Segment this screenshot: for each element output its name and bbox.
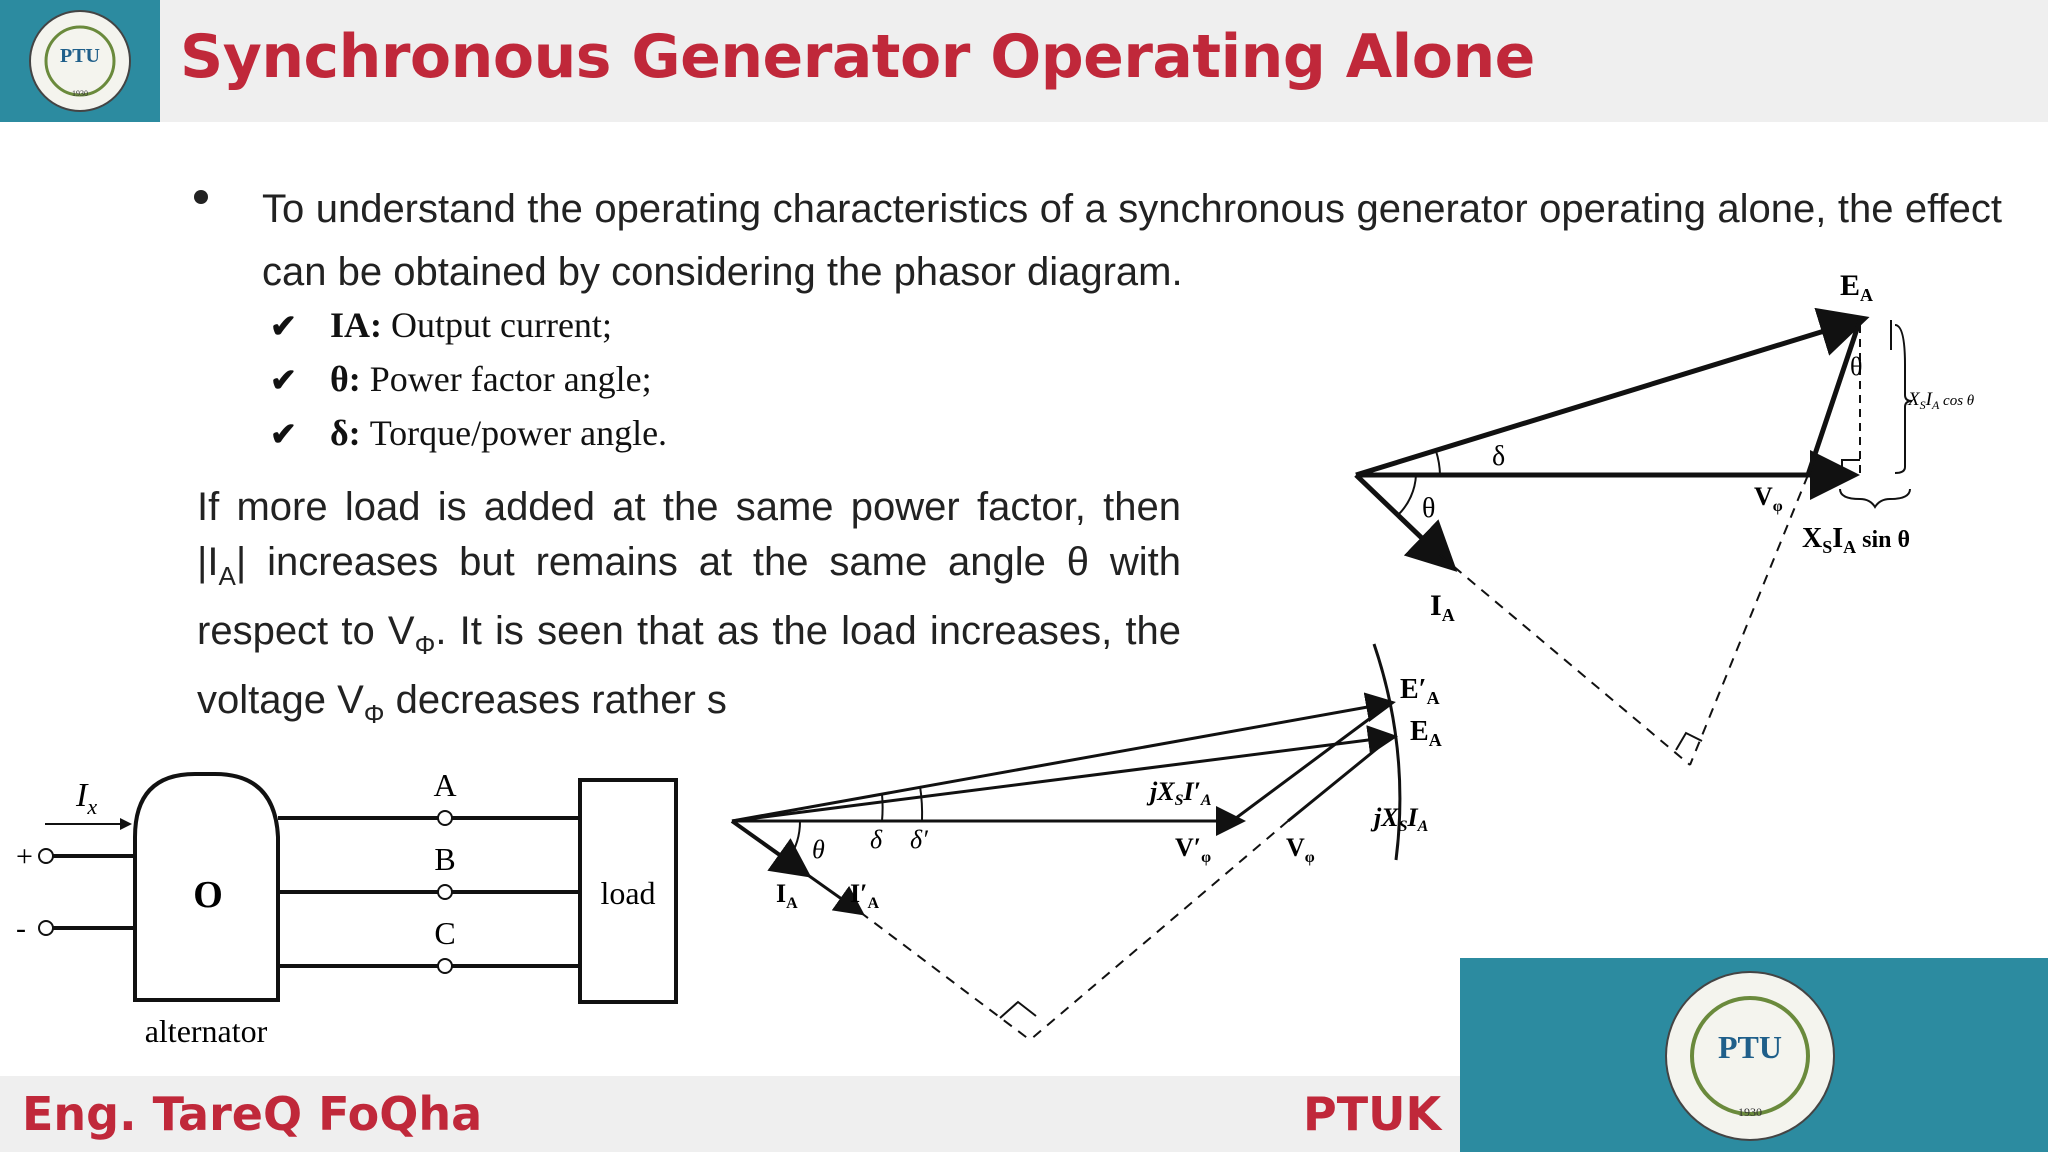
footer-author: Eng. TareQ FoQha bbox=[22, 1087, 483, 1141]
label-v-phi: Vφ bbox=[1286, 833, 1315, 866]
paragraph-line: |IA| increases but remains at the same a… bbox=[197, 540, 1181, 591]
label-xs-ia-sin: XSIA sin θ bbox=[1802, 523, 1910, 557]
label-delta: δ bbox=[870, 825, 883, 854]
label-theta: θ bbox=[812, 835, 825, 864]
check-icon: ✔ bbox=[270, 308, 297, 344]
label-ea-prime: E′A bbox=[1400, 674, 1440, 708]
label-ia: IA bbox=[776, 879, 798, 912]
alternator-circuit: Ix + - O A B C load alternator bbox=[16, 767, 678, 1049]
checklist-item: ✔IA: Output current; bbox=[270, 305, 612, 345]
footer-bar bbox=[0, 1076, 1460, 1152]
alternator-label: alternator bbox=[145, 1013, 268, 1049]
label-ix: Ix bbox=[75, 777, 97, 819]
footer-institution: PTUK bbox=[1303, 1087, 1442, 1141]
label-ia: IA bbox=[1430, 589, 1455, 625]
right-angle-mark bbox=[1675, 731, 1703, 751]
label-v-phi-prime: V′φ bbox=[1175, 833, 1211, 866]
label-ia-prime: I′A bbox=[850, 879, 879, 912]
theta-arc bbox=[787, 820, 802, 861]
jxs-ia-prime-phasor bbox=[1231, 703, 1389, 823]
university-logo-icon: PTU 1930 bbox=[1665, 971, 1835, 1141]
phasor-diagram-top: EA δ θ θ Vφ IA XSIA cos θ XSIA sin θ bbox=[1354, 269, 1975, 766]
svg-text:PTU: PTU bbox=[60, 45, 100, 67]
field-label: O bbox=[193, 874, 223, 916]
label-xs-ia-cos: XSIA cos θ bbox=[1907, 389, 1975, 412]
checklist-item: ✔θ: Power factor angle; bbox=[270, 359, 652, 399]
dashed-line bbox=[1439, 554, 1691, 766]
jxs-ia-phasor bbox=[1287, 736, 1391, 823]
svg-text:1930: 1930 bbox=[1738, 1105, 1762, 1119]
phase-a-label: A bbox=[433, 767, 456, 803]
label-v-phi: Vφ bbox=[1754, 482, 1783, 515]
label-ea: EA bbox=[1410, 716, 1442, 750]
paragraph-line: voltage VΦ decreases rather sharply. bbox=[197, 678, 727, 729]
ea-prime-phasor bbox=[731, 692, 1396, 823]
label-ea: EA bbox=[1840, 269, 1873, 305]
delta-arc bbox=[1435, 450, 1441, 476]
label-delta: δ bbox=[1492, 441, 1505, 472]
header-logo-box: PTU 1930 bbox=[0, 0, 160, 122]
label-theta-2: θ bbox=[1850, 352, 1862, 381]
jxs-ia-phasor bbox=[1805, 319, 1863, 476]
label-delta-prime: δ′ bbox=[910, 825, 928, 854]
university-logo-icon: PTU 1930 bbox=[29, 10, 131, 112]
right-angle-mark bbox=[1841, 459, 1860, 475]
load-label: load bbox=[600, 875, 655, 911]
paragraph-line: respect to VΦ. It is seen that as the lo… bbox=[197, 609, 1181, 660]
brace bbox=[1839, 488, 1911, 509]
delta-prime-arc bbox=[919, 785, 924, 822]
ia-phasor bbox=[1354, 473, 1458, 572]
dashed-line bbox=[859, 911, 1031, 1041]
dashed-line bbox=[1029, 820, 1289, 1041]
phasor-diagram-bottom: E′A EA jXSI′A jXSIA δ δ′ θ V′φ Vφ IA I′A bbox=[730, 643, 1442, 1041]
load-box bbox=[578, 778, 678, 1004]
check-icon: ✔ bbox=[270, 416, 297, 452]
label-minus: - bbox=[16, 912, 26, 945]
ea-phasor bbox=[1355, 307, 1870, 478]
right-angle-mark bbox=[999, 1000, 1037, 1019]
dashed-line bbox=[1689, 474, 1809, 766]
alternator-body bbox=[133, 772, 280, 1002]
ia-phasor bbox=[730, 819, 812, 878]
ia-prime-phasor bbox=[804, 871, 865, 916]
phase-b-label: B bbox=[434, 841, 455, 877]
svg-text:1930: 1930 bbox=[72, 89, 88, 98]
bullet-text: To understand the operating characterist… bbox=[262, 187, 2002, 294]
corner-logo-box: PTU 1930 bbox=[1460, 958, 2048, 1152]
brace bbox=[1894, 324, 1913, 474]
ea-phasor bbox=[731, 725, 1398, 823]
label-theta: θ bbox=[1422, 493, 1435, 524]
checklist-item: ✔δ: Torque/power angle. bbox=[270, 413, 668, 453]
locus-arc bbox=[1372, 643, 1402, 861]
delta-arc bbox=[881, 793, 884, 822]
bullet-dot bbox=[194, 190, 208, 204]
svg-text:PTU: PTU bbox=[1718, 1029, 1782, 1065]
phase-c-label: C bbox=[434, 915, 455, 951]
slide-title: Synchronous Generator Operating Alone bbox=[180, 22, 1535, 92]
label-jxs-ia: jXSIA bbox=[1370, 803, 1429, 835]
label-plus: + bbox=[16, 840, 33, 873]
check-icon: ✔ bbox=[270, 362, 297, 398]
theta-arc bbox=[1397, 474, 1417, 516]
label-jxs-ia-prime: jXSI′A bbox=[1146, 777, 1212, 809]
load-paragraph: If more load is added at the same power … bbox=[197, 480, 1181, 742]
paragraph-line: If more load is added at the same power … bbox=[197, 485, 1181, 529]
header-bar bbox=[0, 0, 2048, 122]
